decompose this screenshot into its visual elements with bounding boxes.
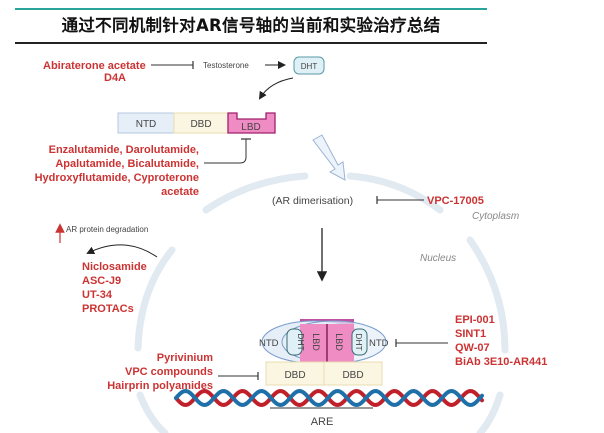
nucleus-label: Nucleus <box>420 253 456 264</box>
dimer-ntd-right-label: NTD <box>369 338 389 349</box>
dbd-inhibitor-polyamides: Hairprin polyamides <box>107 380 213 392</box>
antiandrogen-line-3: Hydroxyflutamide, Cyproterone <box>35 172 199 184</box>
inhibitor-d4a: D4A <box>104 72 126 84</box>
dimerisation-label: (AR dimerisation) <box>272 195 353 207</box>
dimer-dht-left <box>286 328 303 356</box>
dimer-dht-right <box>351 328 368 356</box>
dbd-inhibitor-vpc: VPC compounds <box>125 366 213 378</box>
antiandrogen-line-4: acetate <box>161 186 199 198</box>
membrane-arc-bottom-right <box>476 391 504 433</box>
degrader-asc-j9: ASC-J9 <box>82 275 121 287</box>
title-top-rule <box>15 8 487 10</box>
dbd-inhibitor-pyrivinium: Pyrivinium <box>157 352 213 364</box>
lbd-label: LBD <box>241 122 260 133</box>
membrane-arc-bottom-left <box>136 391 169 433</box>
ntd-label: NTD <box>136 119 157 130</box>
inhibitor-abiraterone: Abiraterone acetate <box>43 60 146 72</box>
dimer-dbd-right-label: DBD <box>342 370 363 381</box>
dht-label: DHT <box>301 62 318 71</box>
cytoplasm-label: Cytoplasm <box>472 211 519 222</box>
ntd-inhibitor-biab: BiAb 3E10-AR441 <box>455 356 547 368</box>
antiandrogens: Enzalutamide, Darolutamide, Apalutamide,… <box>35 138 251 198</box>
dimer-lbd-left-label: LBD <box>311 333 321 351</box>
ntd-inhibitor-qw-07: QW-07 <box>455 342 490 354</box>
membrane-arc-left <box>134 246 176 352</box>
ntd-inhibitors: EPI-001 SINT1 QW-07 BiAb 3E10-AR441 <box>395 314 547 368</box>
dbd-label: DBD <box>190 119 211 130</box>
ntd-inhibitor-sint1: SINT1 <box>455 328 486 340</box>
degradation-label: AR protein degradation <box>66 225 148 234</box>
dimer-dbd-left-label: DBD <box>284 370 305 381</box>
antiandrogen-line-1: Enzalutamide, Darolutamide, <box>49 144 199 156</box>
degradation-arrow <box>86 244 158 258</box>
dimer-dbd-right <box>323 361 383 386</box>
dimer-lbd-right-label: LBD <box>334 333 344 351</box>
dht-binding-arrow <box>258 77 294 100</box>
degrader-niclosamide: Niclosamide <box>82 261 147 273</box>
membrane-arc-top-right <box>346 172 444 214</box>
lbd-domain <box>227 112 276 134</box>
dna-strand-blue <box>174 388 484 408</box>
dimerisation: (AR dimerisation) VPC-17005 <box>272 195 484 207</box>
translocation-arrow <box>312 134 346 181</box>
steroid-pathway: Abiraterone acetate D4A Testosterone DHT <box>43 56 325 100</box>
inhibitor-vpc-17005: VPC-17005 <box>427 195 484 207</box>
dht-box <box>293 56 325 75</box>
degrader-ut-34: UT-34 <box>82 289 113 301</box>
title-bottom-rule <box>15 42 487 44</box>
dimer-dht-right-label: DHT <box>354 333 364 350</box>
degradation: AR protein degradation Niclosamide ASC-J… <box>55 223 158 315</box>
ar-dimer: NTD NTD DHT DHT LBD LBD DBD DBD <box>259 319 389 386</box>
dimer-dht-left-label: DHT <box>296 333 306 350</box>
antiandrogen-line-2: Apalutamide, Bicalutamide, <box>55 158 199 170</box>
are-label: ARE <box>311 416 334 428</box>
testosterone-label: Testosterone <box>203 61 249 70</box>
ar-monomer: NTD DBD LBD <box>117 112 276 134</box>
membrane-arc-top-left <box>202 172 309 214</box>
dbd-inhibitors: Pyrivinium VPC compounds Hairprin polyam… <box>107 352 259 392</box>
dimer-ntd-left-label: NTD <box>259 338 279 349</box>
page-title: 通过不同机制针对AR信号轴的当前和实验治疗总结 <box>61 16 441 35</box>
degrader-protacs: PROTACs <box>82 303 134 315</box>
dna-helix <box>174 388 484 408</box>
ntd-inhibitor-epi-001: EPI-001 <box>455 314 495 326</box>
membrane-arc-right <box>466 236 509 354</box>
antiandrogen-inhibition-line <box>204 139 247 164</box>
cell-membrane <box>134 172 509 433</box>
